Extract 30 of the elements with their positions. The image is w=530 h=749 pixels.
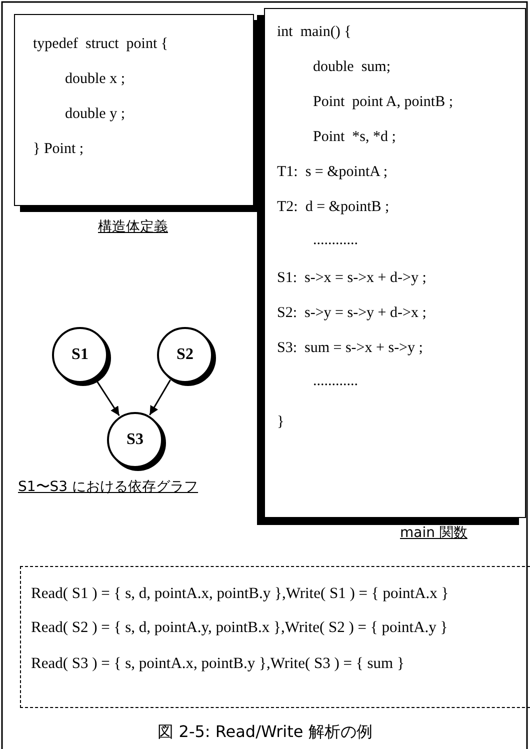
caption-text: main 関数 bbox=[400, 524, 468, 542]
code-line: } Point ; bbox=[33, 140, 84, 158]
statement-node: S3 bbox=[107, 412, 163, 468]
dashed-box bbox=[20, 566, 530, 708]
code-box bbox=[14, 14, 254, 206]
code-line: Read( S3 ) = { s, pointA.x, pointB.y },Write( S3 ) = { sum } bbox=[31, 655, 404, 673]
statement-node: S2 bbox=[157, 327, 213, 383]
code-line: ............ bbox=[313, 372, 358, 390]
code-box bbox=[264, 8, 526, 518]
code-line: typedef struct point { bbox=[33, 35, 168, 53]
code-line: } bbox=[277, 413, 284, 431]
code-line: double y ; bbox=[65, 105, 125, 123]
code-line: S1: s->x = s->x + d->y ; bbox=[277, 269, 426, 287]
code-line: double x ; bbox=[65, 70, 125, 88]
graph-caption: S1〜S3 における依存グラフ bbox=[18, 478, 198, 496]
figure-caption: 図 2-5: Read/Write 解析の例 bbox=[156, 722, 374, 743]
code-line: S3: sum = s->x + s->y ; bbox=[277, 339, 423, 357]
code-line: int main() { bbox=[277, 23, 352, 41]
code-line: T1: s = &pointA ; bbox=[277, 163, 388, 181]
code-line: Point point A, pointB ; bbox=[313, 93, 454, 111]
code-line: Point *s, *d ; bbox=[313, 128, 396, 146]
code-line: S2: s->y = s->y + d->x ; bbox=[277, 304, 426, 322]
arrow bbox=[149, 380, 171, 416]
code-line: ............ bbox=[313, 231, 358, 249]
code-line: double sum; bbox=[313, 58, 390, 76]
statement-node: S1 bbox=[52, 327, 108, 383]
code-line: Read( S1 ) = { s, d, pointA.x, pointB.y },Write( S1 ) = { pointA.x } bbox=[31, 585, 449, 603]
caption-text: 構造体定義 bbox=[98, 218, 168, 236]
code-line: Read( S2 ) = { s, d, pointA.y, pointB.x },Write( S2 ) = { pointA.y } bbox=[31, 619, 448, 637]
code-line: T2: d = &pointB ; bbox=[277, 198, 390, 216]
